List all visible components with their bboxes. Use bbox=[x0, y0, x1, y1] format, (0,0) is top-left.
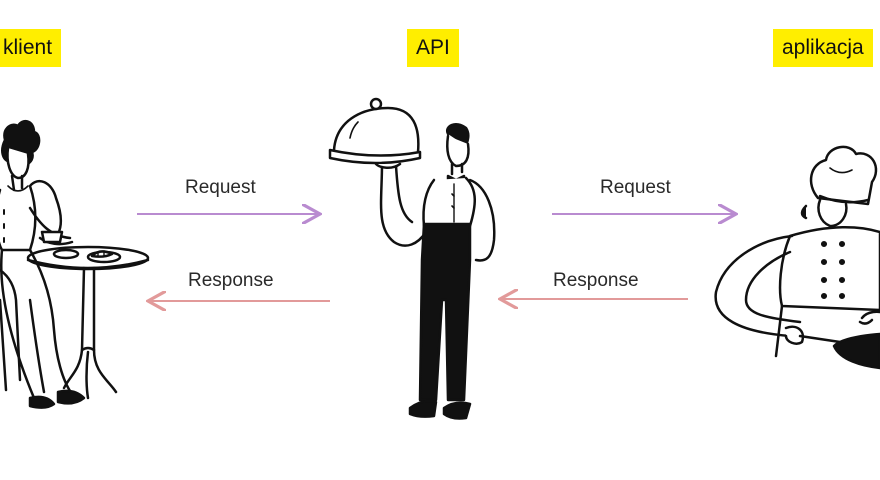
client-label: klient bbox=[0, 29, 62, 67]
client-woman-at-cafe-table-illustration bbox=[0, 119, 150, 409]
request-label-right: Request bbox=[600, 177, 671, 198]
waiter-with-cloche-illustration bbox=[328, 97, 496, 420]
application-label: aplikacja bbox=[773, 29, 873, 67]
api-label: API bbox=[407, 29, 459, 67]
request-label-left: Request bbox=[185, 177, 256, 198]
response-label-left: Response bbox=[188, 270, 274, 291]
chef-with-pan-illustration bbox=[714, 145, 880, 370]
response-label-right: Response bbox=[553, 270, 639, 291]
